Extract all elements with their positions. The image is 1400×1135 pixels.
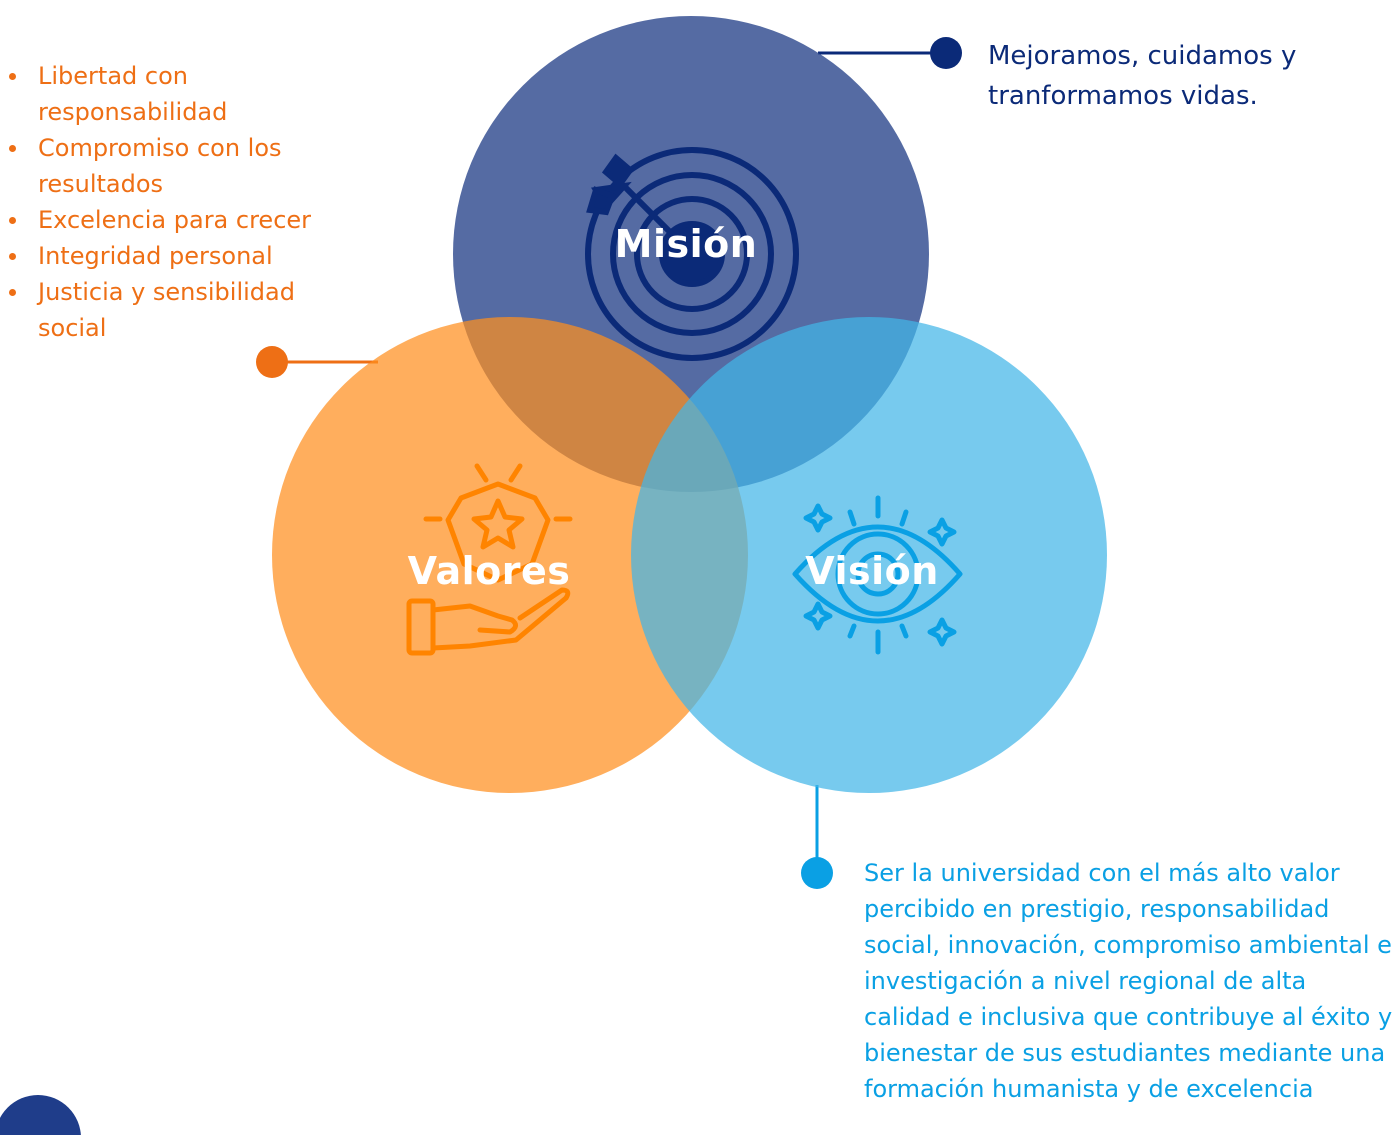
vision-text: Ser la universidad con el más alto valor… — [864, 859, 1393, 1103]
valores-title: Valores — [407, 549, 571, 593]
vision-connector-dot — [801, 857, 833, 889]
valores-item: Compromiso con los resultados — [8, 130, 348, 202]
valores-item: Excelencia para crecer — [8, 202, 348, 238]
mision-title: Misión — [614, 222, 758, 266]
valores-item: Justicia y sensibilidad social — [8, 274, 348, 346]
hand-badge-star-icon — [406, 463, 573, 656]
valores-item: Libertad con responsabilidad — [8, 58, 348, 130]
valores-list: Libertad con responsabilidad Compromiso … — [8, 58, 348, 346]
valores-item: Integridad personal — [8, 238, 348, 274]
corner-decoration — [0, 1095, 81, 1135]
mision-text: Mejoramos, cuidamos y tranformamos vidas… — [988, 41, 1297, 111]
mision-connector-dot — [930, 37, 962, 69]
valores-connector-dot — [256, 346, 288, 378]
vision-title: Visión — [805, 549, 939, 593]
eye-sparkle-icon — [792, 495, 963, 655]
valores-circle — [272, 317, 748, 793]
target-arrow-icon — [585, 147, 799, 361]
